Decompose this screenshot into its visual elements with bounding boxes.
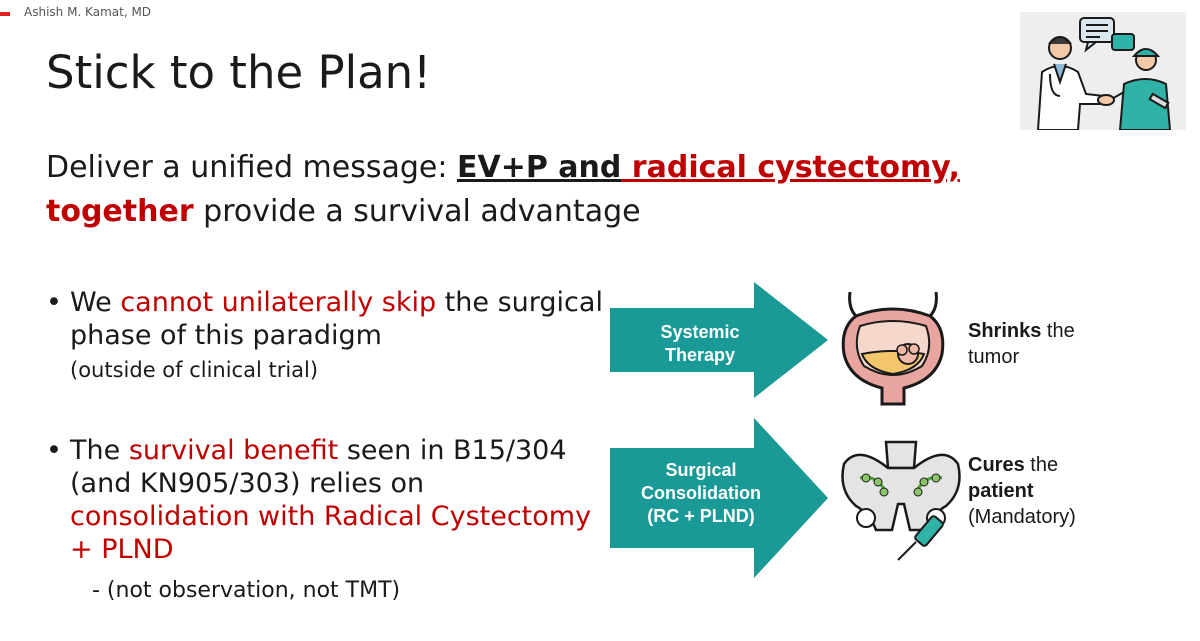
bullet-text: The — [70, 435, 129, 466]
result-text: the — [1024, 454, 1059, 476]
shrinks-tumor-text: Shrinks the tumor — [968, 318, 1075, 370]
doctors-handshake-illustration — [1020, 12, 1186, 130]
result-text: (Mandatory) — [968, 506, 1076, 528]
slide-title: Stick to the Plan! — [46, 46, 432, 99]
key-message-together: together — [46, 194, 194, 229]
bullet-highlight: consolidation with Radical Cystectomy + … — [70, 501, 592, 565]
systemic-therapy-arrow — [610, 282, 828, 398]
result-text: tumor — [968, 346, 1020, 368]
author-name: Ashish M. Kamat, MD — [24, 5, 152, 19]
key-message-text: Deliver a unified message: — [46, 150, 457, 185]
result-keyword: Cures — [968, 454, 1025, 476]
arrow-label-line: (RC + PLND) — [647, 506, 755, 526]
pelvis-scalpel-icon — [841, 440, 961, 561]
bullet-note: (outside of clinical trial) — [70, 358, 319, 382]
key-message-radical-cystectomy: radical cystectomy, — [621, 150, 960, 185]
bullet-highlight: cannot unilaterally skip — [120, 287, 437, 318]
result-text: the — [1041, 320, 1075, 342]
surgical-consolidation-label: Surgical Consolidation (RC + PLND) — [626, 459, 776, 528]
bullet-marker: • — [46, 435, 62, 466]
bullet-text: We — [70, 287, 121, 318]
bullet-subpoint: - (not observation, not TMT) — [92, 578, 401, 603]
surgical-consolidation-arrow — [610, 418, 828, 578]
result-keyword: Shrinks — [968, 320, 1042, 342]
systemic-therapy-label: Systemic Therapy — [632, 321, 768, 367]
bullet-highlight: survival benefit — [128, 435, 339, 466]
arrow-label-line: Systemic — [660, 322, 740, 342]
key-message-text-end: provide a survival advantage — [193, 194, 641, 229]
arrow-label-line: Therapy — [664, 345, 736, 365]
bladder-tumor-icon — [841, 291, 945, 406]
bullet-marker: • — [46, 287, 62, 318]
arrow-label-line: Consolidation — [641, 483, 761, 503]
key-message-ev-p: EV+P and — [457, 150, 622, 185]
key-message: Deliver a unified message: EV+P and radi… — [46, 146, 1046, 234]
arrow-label-line: Surgical — [665, 460, 737, 480]
bullet-text: seen in B15/304 (and KN905/303) relies o… — [70, 435, 567, 499]
cures-patient-text: Cures the patient (Mandatory) — [968, 452, 1076, 530]
result-keyword: patient — [968, 480, 1034, 502]
header-accent-bar — [0, 12, 10, 16]
bullet-text: the surgical phase of this paradigm — [70, 287, 603, 351]
